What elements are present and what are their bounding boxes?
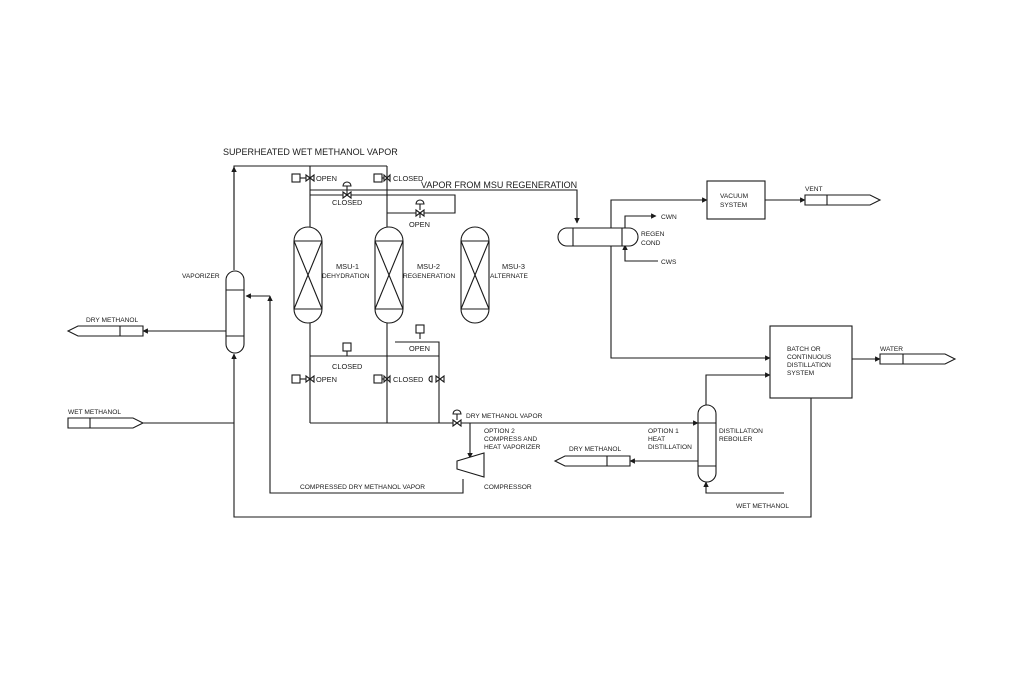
reboiler-label-1: DISTILLATION	[719, 428, 763, 435]
cws-label: CWS	[661, 259, 677, 266]
dry-methanol-product-flag	[553, 455, 631, 467]
dry-methanol-flag-left	[66, 325, 144, 337]
vacuum-system-box	[706, 180, 766, 220]
valve-top-closed[interactable]	[342, 181, 352, 200]
superheated-vapor-label: SUPERHEATED WET METHANOL VAPOR	[223, 147, 398, 157]
msu-1-role: DEHYDRATION	[322, 273, 370, 280]
msu-1-name: MSU-1	[336, 262, 359, 271]
vent-flag	[804, 194, 882, 206]
compressor-symbol	[456, 452, 485, 478]
msu-3-role: ALTERNATE	[490, 273, 528, 280]
valve-label-top-left: OPEN	[316, 174, 337, 183]
msu-2-name: MSU-2	[417, 262, 440, 271]
option2-label-1: OPTION 2	[484, 428, 515, 435]
valve-label-top-bypass: OPEN	[409, 220, 430, 229]
cwn-label: CWN	[661, 214, 677, 221]
valve-label-top-right: CLOSED	[393, 174, 423, 183]
regen-cond-label-1: REGEN	[641, 231, 665, 238]
regen-cond-label-2: COND	[641, 240, 661, 247]
compressed-vapor-label: COMPRESSED DRY METHANOL VAPOR	[300, 484, 425, 491]
compressor-label: COMPRESSOR	[484, 484, 532, 491]
vaporizer-vessel	[225, 270, 245, 354]
distillation-label-1: BATCH OR	[787, 346, 821, 353]
option1-label-3: DISTILLATION	[648, 444, 692, 451]
msu-3-vessel	[460, 226, 490, 324]
valve-bottom-right[interactable]	[373, 374, 445, 384]
option2-label-2: COMPRESS AND	[484, 436, 537, 443]
valve-bottom-mid[interactable]	[342, 342, 352, 356]
msu-2-vessel	[374, 226, 404, 324]
water-label: WATER	[880, 346, 903, 353]
valve-label-bottom-upper: OPEN	[409, 344, 430, 353]
distillation-system-box	[769, 325, 853, 399]
water-flag	[879, 353, 957, 365]
dry-methanol-vapor-label: DRY METHANOL VAPOR	[466, 413, 543, 420]
valve-label-bottom-mid: CLOSED	[332, 362, 362, 371]
dry-methanol-left-label: DRY METHANOL	[86, 317, 138, 324]
valve-top-right[interactable]	[373, 173, 391, 183]
regen-vapor-label: VAPOR FROM MSU REGENERATION	[421, 180, 577, 190]
dry-methanol-product-label: DRY METHANOL	[569, 446, 621, 453]
distillation-label-3: DISTILLATION	[787, 362, 831, 369]
valve-label-bottom-left: OPEN	[316, 375, 337, 384]
msu-1-vessel	[293, 226, 323, 324]
vacuum-label-1: VACUUM	[720, 193, 748, 200]
option2-label-3: HEAT VAPORIZER	[484, 444, 541, 451]
valve-dry-vapor[interactable]	[452, 409, 462, 428]
reboiler-label-2: REBOILER	[719, 436, 753, 443]
wet-methanol-flag-left	[67, 417, 145, 429]
valve-label-top-mid: CLOSED	[332, 198, 362, 207]
wet-methanol-return-label: WET METHANOL	[736, 503, 789, 510]
distillation-label-4: SYSTEM	[787, 370, 814, 377]
valve-bottom-left[interactable]	[291, 374, 315, 384]
distillation-reboiler-vessel	[697, 404, 717, 483]
option1-label-1: OPTION 1	[648, 428, 679, 435]
vent-label: VENT	[805, 186, 823, 193]
msu-2-role: REGENERATION	[403, 273, 456, 280]
wet-methanol-left-label: WET METHANOL	[68, 409, 121, 416]
valve-top-left[interactable]	[291, 173, 315, 183]
msu-3-name: MSU-3	[502, 262, 525, 271]
valve-top-bypass[interactable]	[415, 199, 425, 218]
vacuum-label-2: SYSTEM	[720, 202, 747, 209]
regen-condenser	[557, 227, 639, 247]
option1-label-2: HEAT	[648, 436, 665, 443]
valve-label-bottom-right: CLOSED	[393, 375, 423, 384]
valve-bottom-upper[interactable]	[415, 324, 425, 339]
vaporizer-label: VAPORIZER	[182, 273, 220, 280]
piping	[142, 165, 881, 518]
distillation-label-2: CONTINUOUS	[787, 354, 832, 361]
